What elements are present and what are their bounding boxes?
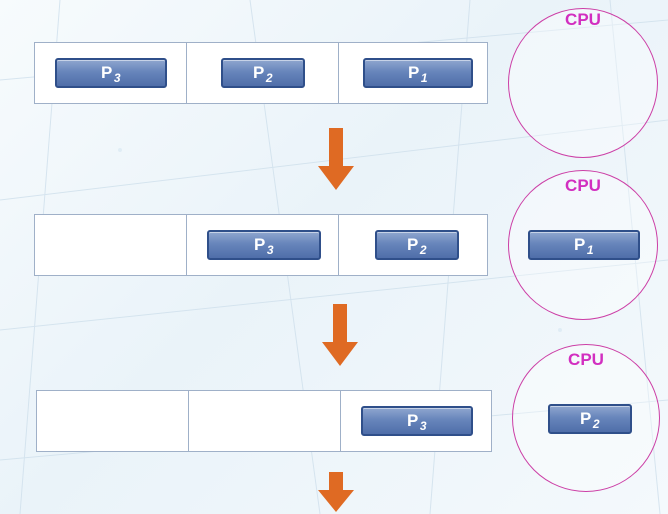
process-letter: P xyxy=(406,235,419,254)
process-letter: P xyxy=(253,235,266,254)
process-letter: P xyxy=(406,411,419,430)
process-letter: P xyxy=(100,63,113,82)
cpu-label-3: CPU xyxy=(568,350,604,369)
process-letter: P xyxy=(573,235,586,254)
process-letter: P xyxy=(407,63,420,82)
process-subscript: 2 xyxy=(419,243,428,257)
down-arrow-1 xyxy=(318,128,354,190)
process-subscript: 2 xyxy=(265,71,274,85)
cpu-circle-1 xyxy=(508,8,658,158)
queue-slot xyxy=(37,391,189,451)
process-subscript: 1 xyxy=(420,71,429,85)
process-letter: P xyxy=(252,63,265,82)
down-arrow-3 xyxy=(318,472,354,512)
process-subscript: 2 xyxy=(592,417,601,431)
process-subscript: 3 xyxy=(419,419,428,433)
cpu-label-1: CPU xyxy=(565,10,601,29)
process-subscript: 3 xyxy=(113,71,122,85)
queue-slot xyxy=(189,391,341,451)
process-subscript: 1 xyxy=(586,243,595,257)
down-arrow-2 xyxy=(322,304,358,366)
queue-slot xyxy=(35,215,187,275)
process-letter: P xyxy=(579,409,592,428)
cpu-label-2: CPU xyxy=(565,176,601,195)
process-subscript: 3 xyxy=(266,243,275,257)
